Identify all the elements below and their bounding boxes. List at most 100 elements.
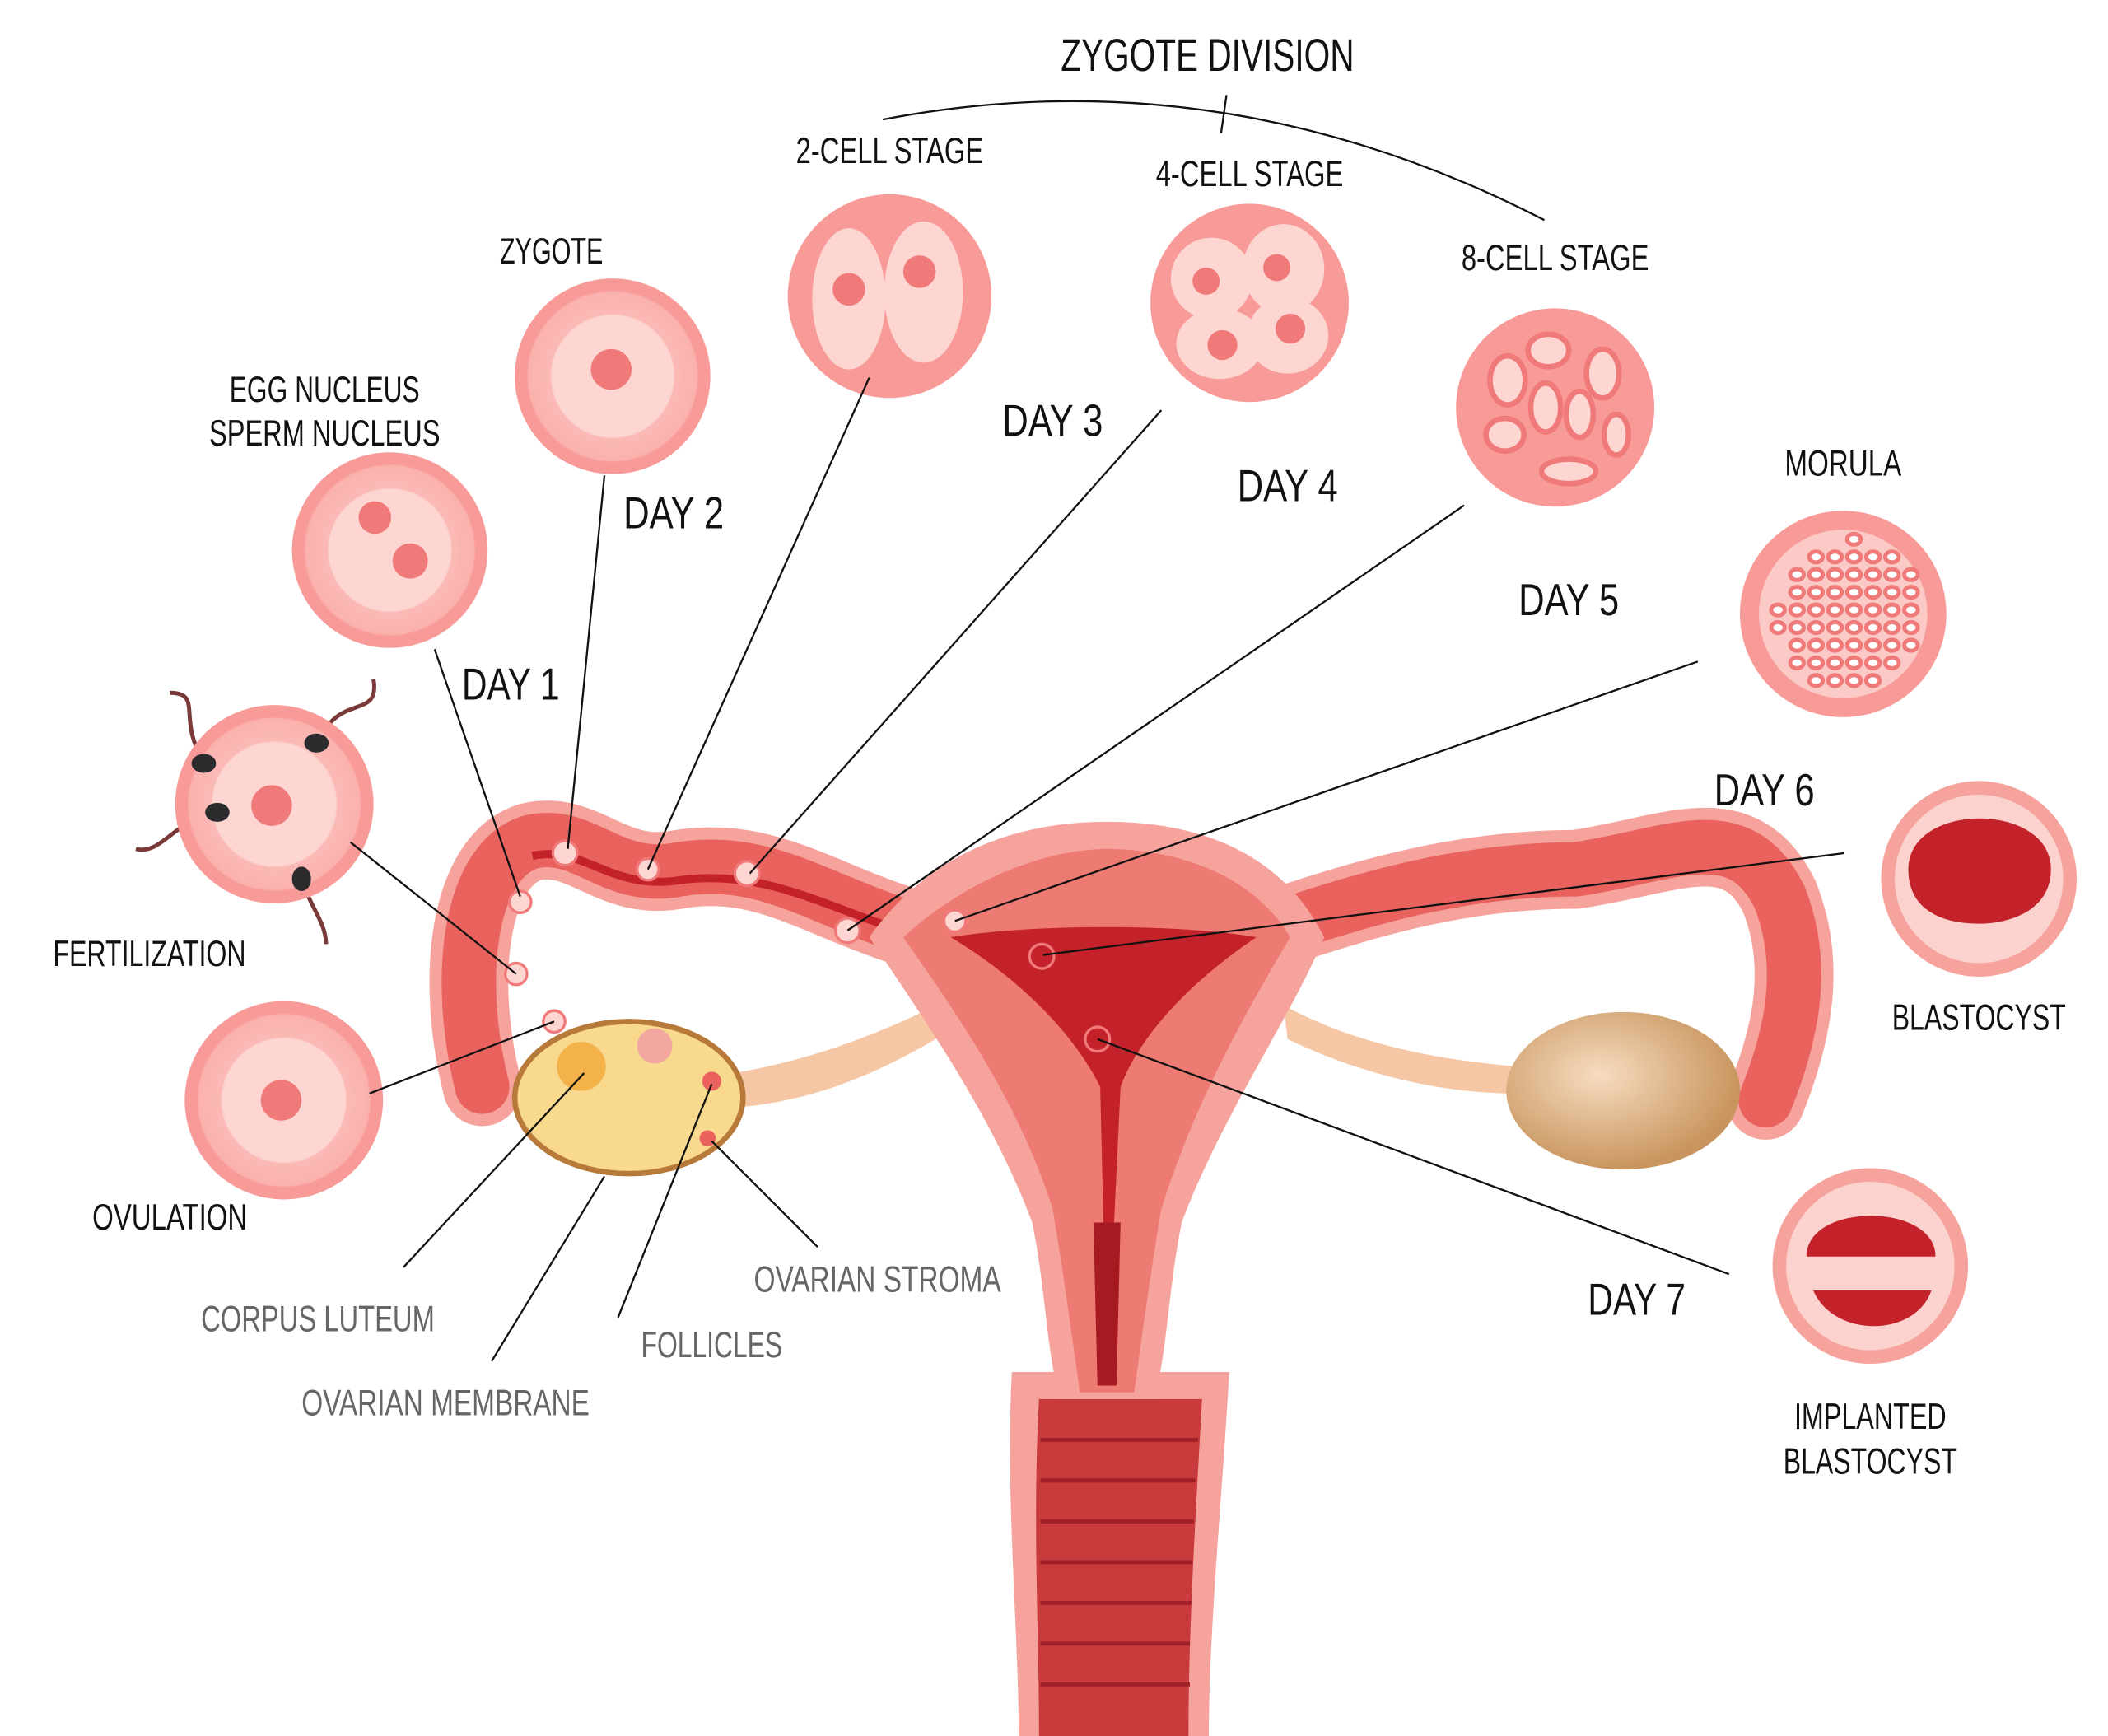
morula-cell [1788, 585, 1806, 600]
morula-cell [1863, 585, 1882, 600]
morula-cell [1844, 549, 1863, 565]
morula-cell [1844, 655, 1863, 671]
morula-cell [1807, 585, 1826, 600]
morula-cell [1807, 567, 1826, 582]
morula-cell [1902, 637, 1920, 653]
label-8-cell-stage: 8-CELL STAGE [1462, 238, 1649, 278]
right-ovary [1506, 1011, 1740, 1170]
morula-cell [1769, 602, 1787, 618]
morula-cell [1788, 655, 1806, 671]
morula-cell [1844, 637, 1863, 653]
morula-cell [1902, 602, 1920, 618]
morula-cell [1863, 637, 1882, 653]
right-ovarian-ligament [1283, 1005, 1515, 1094]
label-corpus-luteum: CORPUS LUTEUM [201, 1299, 435, 1339]
morula-cell [1807, 602, 1826, 618]
label-sperm-nucleus: SPERM NUCLEUS [209, 413, 440, 454]
morula-cell [1863, 602, 1882, 618]
label-ovarian-membrane: OVARIAN MEMBRANE [301, 1384, 590, 1424]
label-follicles: FOLLICLES [641, 1325, 783, 1365]
title: ZYGOTE DIVISION [1061, 29, 1354, 81]
cell-fertilization [135, 679, 377, 945]
uterine-cavity [950, 926, 1257, 1372]
label-4-cell-stage: 4-CELL STAGE [1156, 154, 1344, 194]
morula-cell [1788, 637, 1806, 653]
label-ovarian-stroma: OVARIAN STROMA [753, 1260, 1000, 1300]
morula-cell [1807, 673, 1826, 688]
morula-cell [1788, 602, 1806, 618]
morula-cell [1863, 549, 1882, 565]
morula-cell [1863, 619, 1882, 636]
corpus-luteum-mark [557, 1042, 606, 1091]
embryo-markers [503, 839, 1112, 1053]
follicle-mark [702, 1071, 721, 1091]
labels: ZYGOTE DIVISION 2-CELL STAGE 4-CELL STAG… [53, 29, 2065, 1482]
morula-cell [1844, 585, 1863, 600]
label-day-3: DAY 3 [1002, 395, 1103, 446]
cell-8-cell [1456, 308, 1655, 507]
label-blastocyst: BLASTOCYST [1892, 997, 2066, 1038]
left-ovarian-ligament [733, 998, 958, 1108]
morula-cell [1826, 655, 1844, 671]
label-fertilization: FERTILIZATION [53, 934, 245, 974]
morula-cell [1844, 567, 1863, 582]
morula-cell [1807, 619, 1826, 636]
morula-cell [1882, 549, 1901, 565]
label-egg-nucleus: EGG NUCLEUS [230, 370, 420, 410]
morula-cell [1826, 549, 1844, 565]
left-ovary [511, 1019, 746, 1177]
morula-cell [1769, 619, 1787, 636]
morula-cell [1863, 567, 1882, 582]
morula-cell [1807, 637, 1826, 653]
cell-ovulation [184, 1001, 384, 1200]
reproductive-anatomy [429, 800, 1834, 1736]
cell-egg-sperm-nucleus [291, 452, 488, 648]
morula-cell [1826, 673, 1844, 688]
cell-2-cell [787, 194, 992, 399]
morula-cell [1902, 585, 1920, 600]
morula-cell [1863, 655, 1882, 671]
morula-cell [1826, 637, 1844, 653]
label-day-7: DAY 7 [1588, 1275, 1686, 1325]
label-zygote: ZYGOTE [500, 231, 603, 272]
cell-blastocyst [1881, 781, 2078, 977]
label-morula: MORULA [1784, 443, 1901, 483]
morula-cell [1807, 655, 1826, 671]
morula-cell [1882, 602, 1901, 618]
morula-cell [1882, 585, 1901, 600]
morula-cell [1882, 655, 1901, 671]
morula-cell [1902, 619, 1920, 636]
cell-implanted-blastocyst [1772, 1168, 1969, 1365]
morula-cell [1826, 602, 1844, 618]
label-ovulation: OVULATION [92, 1197, 247, 1238]
morula-cell [1863, 673, 1882, 688]
leader-lines [349, 95, 1845, 1362]
morula-cell [1807, 549, 1826, 565]
label-day-2: DAY 2 [623, 488, 724, 539]
morula-cell [1844, 602, 1863, 618]
morula-cell [1826, 619, 1844, 636]
label-day-4: DAY 4 [1238, 461, 1338, 511]
label-day-5: DAY 5 [1518, 575, 1619, 625]
morula-cell [1788, 619, 1806, 636]
morula-cell [1882, 637, 1901, 653]
label-implanted: IMPLANTED [1794, 1397, 1947, 1437]
morula-cell [1882, 567, 1901, 582]
morula-cell [1882, 619, 1901, 636]
morula-cell [1902, 567, 1920, 582]
morula-cell [1826, 585, 1844, 600]
morula-cell [1788, 567, 1806, 582]
morula-cell [1844, 531, 1863, 547]
cell-morula [1739, 511, 1947, 717]
sperm-icon [135, 679, 377, 945]
label-2-cell-stage: 2-CELL STAGE [796, 131, 984, 171]
label-day-1: DAY 1 [462, 659, 560, 709]
morula-cell [1844, 619, 1863, 636]
label-implanted-blastocyst: BLASTOCYST [1784, 1442, 1957, 1482]
cell-zygote [515, 278, 711, 474]
morula-cell [1826, 567, 1844, 582]
morula-cell [1844, 673, 1863, 688]
label-day-6: DAY 6 [1714, 765, 1815, 815]
